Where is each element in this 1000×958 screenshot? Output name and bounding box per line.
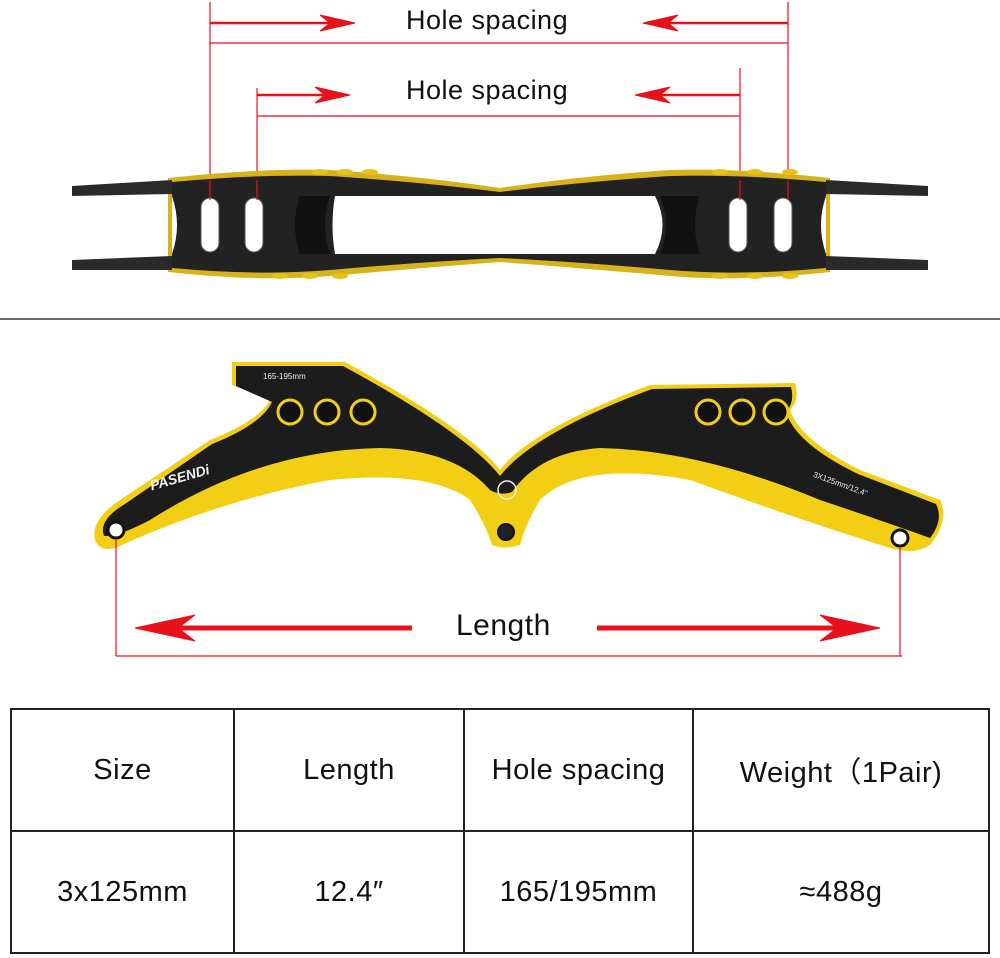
round-hole (762, 398, 790, 426)
axle-hole-left (106, 520, 126, 540)
frame-side-view (94, 362, 944, 551)
top-view-diagram (72, 2, 928, 279)
table-header-row: Size Length Hole spacing Weight（1Pair) (10, 708, 990, 832)
slot-hole (244, 197, 264, 253)
frame-engraving-spacing: 165-195mm (263, 372, 306, 381)
cell-hole-spacing: 165/195mm (463, 830, 694, 954)
header-hole-spacing: Hole spacing (463, 708, 694, 832)
slot-hole (773, 197, 793, 253)
frame-top-view (72, 169, 928, 279)
header-size: Size (10, 708, 235, 832)
side-view-diagram (94, 362, 944, 657)
outer-dimension-arrows (210, 14, 788, 32)
axle-hole-center (497, 523, 515, 541)
table-row: 3x125mm 12.4″ 165/195mm ≈488g (10, 830, 990, 954)
spec-table: Size Length Hole spacing Weight（1Pair) 3… (10, 708, 990, 954)
round-hole (276, 398, 304, 426)
round-hole (313, 398, 341, 426)
cell-length: 12.4″ (233, 830, 465, 954)
outer-dimension-lines (209, 2, 789, 196)
axle-hole-right (890, 528, 910, 548)
cell-weight: ≈488g (692, 830, 990, 954)
cell-size: 3x125mm (10, 830, 235, 954)
section-divider (0, 318, 1000, 320)
header-length: Length (233, 708, 465, 832)
length-dimension-lines (115, 540, 902, 657)
inner-dimension-arrows (257, 86, 740, 104)
inner-hole-spacing-label: Hole spacing (406, 75, 569, 105)
outer-hole-spacing-label: Hole spacing (406, 5, 569, 35)
header-weight: Weight（1Pair) (692, 708, 990, 832)
round-hole (349, 398, 377, 426)
round-hole (694, 398, 722, 426)
round-hole (728, 398, 756, 426)
length-label: Length (456, 609, 551, 642)
slot-hole (728, 197, 748, 253)
center-logo-icon (497, 480, 517, 500)
length-dimension-arrows (134, 614, 881, 642)
